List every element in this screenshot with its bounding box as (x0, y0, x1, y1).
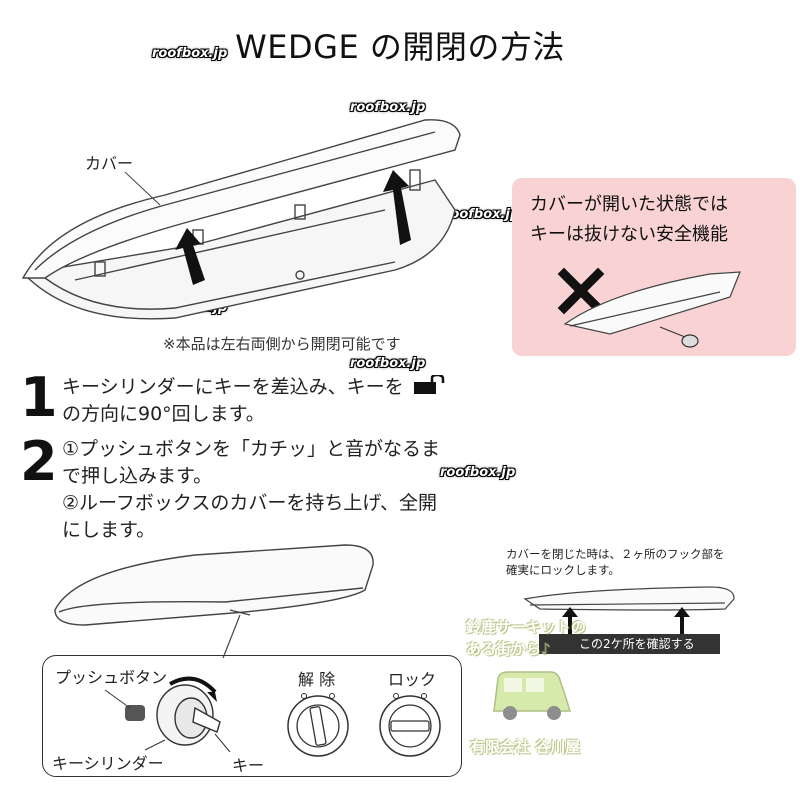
van-icon (488, 666, 578, 726)
watermark: roofbox.jp (152, 46, 227, 61)
shop-line-2: ある街から♪ (466, 638, 551, 659)
warning-line-1: カバーが開いた状態では (530, 190, 790, 220)
shop-line-1: 鈴鹿サーキットの (466, 616, 586, 637)
hook-note-line-2: 確実にロックします。 (506, 562, 725, 578)
watermark: roofbox.jp (350, 356, 425, 371)
step-2-number: 2 (20, 430, 58, 493)
watermark: roofbox.jp (440, 465, 515, 480)
closed-roofbox-illustration (45, 540, 385, 660)
warning-line-2: キーは抜けない安全機能 (530, 220, 790, 250)
both-sides-note: ※本品は左右両側から開閉可能です (163, 333, 401, 354)
step-2-text: ①プッシュボタンを「カチッ」と音がなるま で押し込みます。 ②ルーフボックスのカ… (62, 436, 440, 544)
lock-dial-illustration (374, 688, 446, 760)
unlock-icon (414, 375, 450, 395)
shop-line-3: 有限会社 谷川屋 (470, 736, 580, 757)
safety-warning-text: カバーが開いた状態では キーは抜けない安全機能 (530, 190, 790, 250)
step-1-number: 1 (20, 366, 58, 429)
hook-note: カバーを閉じた時は、２ヶ所のフック部を 確実にロックします。 (506, 546, 725, 578)
unlock-label: 解 除 (298, 666, 335, 690)
unlock-dial-illustration (282, 688, 354, 760)
cover-leader-line (120, 170, 170, 210)
step-1-line-1: キーシリンダーにキーを差込み、キーを (62, 376, 404, 398)
step-1-line-2: の方向に90°回します。 (62, 401, 450, 428)
key-cylinder-illustration (95, 670, 245, 760)
open-roofbox-illustration (15, 110, 485, 335)
lock-label: ロック (388, 666, 436, 690)
page-title: WEDGE の開閉の方法 (0, 22, 800, 68)
hook-note-line-1: カバーを閉じた時は、２ヶ所のフック部を (506, 546, 725, 562)
step-2-line-2: で押し込みます。 (62, 463, 440, 490)
step-2-line-3: ②ルーフボックスのカバーを持ち上げ、全開 (62, 490, 440, 517)
step-2-line-1: ①プッシュボタンを「カチッ」と音がなるま (62, 436, 440, 463)
shop-watermark: 鈴鹿サーキットの ある街から♪ 有限会社 谷川屋 (458, 608, 610, 760)
step-1-text: キーシリンダーにキーを差込み、キーを の方向に90°回します。 (62, 374, 450, 428)
warning-illustration (550, 262, 790, 354)
